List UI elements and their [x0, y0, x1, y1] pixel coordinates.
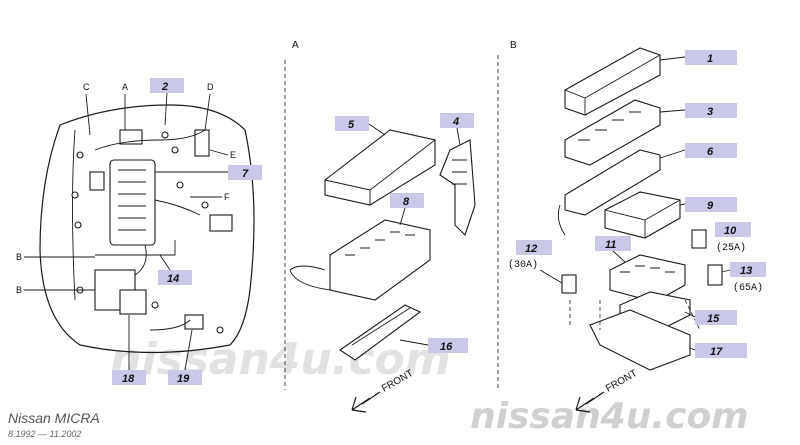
svg-text:15: 15: [707, 313, 720, 325]
callout-17: 17: [689, 343, 747, 358]
svg-text:1: 1: [707, 53, 713, 65]
svg-text:6: 6: [707, 146, 714, 158]
svg-text:8: 8: [403, 196, 410, 208]
callout-18: 18: [112, 315, 146, 385]
callout-9: 9: [679, 197, 737, 212]
rating-12: (30A): [508, 259, 538, 271]
section-a-parts: [289, 129, 476, 361]
callout-12: 12 (30A): [508, 240, 563, 284]
engine-bay-harness: [39, 104, 255, 354]
svg-text:13: 13: [740, 265, 752, 277]
callout-13: 13 (65A): [721, 262, 766, 294]
svg-text:16: 16: [440, 341, 453, 353]
connector-a: A: [122, 82, 128, 92]
connector-b-lower: B: [16, 285, 22, 295]
connector-c: C: [83, 82, 90, 92]
connector-f: F: [224, 192, 230, 202]
callout-14: 14: [158, 254, 192, 285]
svg-text:4: 4: [452, 116, 459, 128]
callout-2: 2: [150, 78, 184, 126]
svg-text:5: 5: [348, 119, 355, 131]
section-a-label: A: [292, 40, 299, 51]
svg-text:17: 17: [710, 346, 723, 358]
callout-15: 15: [684, 310, 737, 325]
callout-5: 5: [335, 116, 386, 136]
callout-4: 4: [440, 113, 474, 146]
callout-19: 19: [168, 329, 202, 385]
callout-7: 7: [155, 165, 262, 180]
footer-model: Nissan MICRA: [8, 410, 100, 426]
callout-6: 6: [659, 143, 737, 159]
callout-1: 1: [659, 50, 737, 65]
svg-text:3: 3: [707, 106, 713, 118]
section-b-parts: [557, 47, 723, 371]
callout-11: 11: [595, 236, 631, 263]
footer-dates: 8.1992 — 11.2002: [8, 429, 81, 439]
svg-text:7: 7: [242, 168, 249, 180]
callout-16: 16: [399, 338, 468, 353]
watermark-corner: nissan4u.com: [470, 396, 749, 437]
svg-text:10: 10: [724, 225, 737, 237]
svg-text:2: 2: [161, 81, 168, 93]
callout-10: 10 (25A): [715, 222, 751, 254]
connector-b-upper: B: [16, 252, 22, 262]
callout-3: 3: [659, 103, 737, 118]
svg-text:12: 12: [525, 243, 537, 255]
section-b-label: B: [510, 40, 517, 51]
connector-d: D: [207, 82, 214, 92]
svg-text:11: 11: [605, 239, 616, 251]
svg-text:14: 14: [167, 273, 179, 285]
callout-8: 8: [390, 193, 424, 226]
watermark-center: nissan4u.com: [110, 334, 451, 385]
rating-13: (65A): [733, 282, 763, 294]
rating-10: (25A): [716, 242, 746, 254]
connector-e: E: [230, 150, 236, 160]
svg-text:FRONT: FRONT: [604, 368, 639, 395]
svg-text:9: 9: [707, 200, 714, 212]
svg-text:18: 18: [122, 373, 135, 385]
svg-text:19: 19: [177, 373, 190, 385]
